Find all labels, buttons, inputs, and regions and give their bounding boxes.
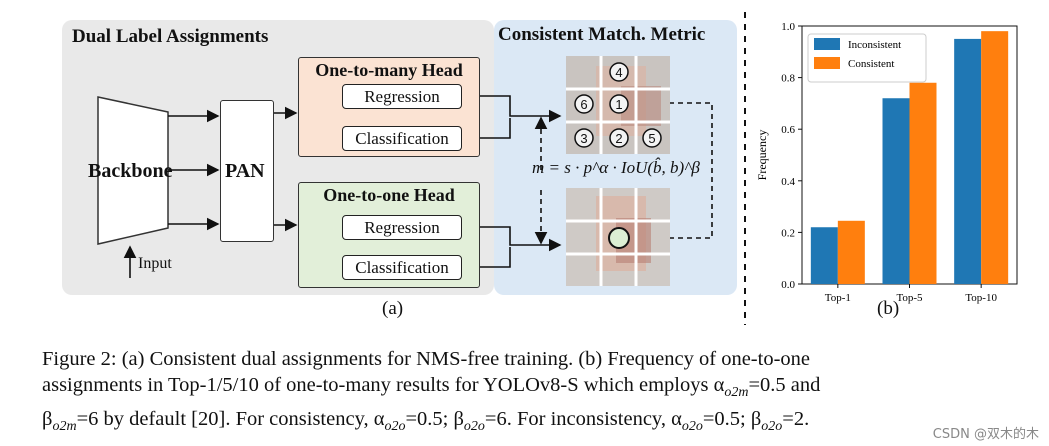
selected-anchor (608, 227, 630, 249)
y-tick-label: 0.2 (781, 227, 795, 239)
y-tick-label: 0.8 (781, 73, 795, 85)
o2m-image-grid: 4 6 1 3 2 5 (566, 56, 670, 154)
circle-label: 2 (615, 131, 622, 146)
panel-b-label: (b) (877, 298, 900, 319)
caption-line-2-text: assignments in Top-1/5/10 of one-to-many… (42, 374, 725, 396)
caption-beta: β (42, 408, 53, 431)
circle-label: 3 (580, 131, 587, 146)
dual-title: Dual Label Assignments (72, 26, 269, 47)
o2m-head-title: One-to-many Head (315, 60, 463, 80)
y-tick-label: 0.4 (781, 176, 795, 188)
caption-line-2-end: =0.5 and (748, 374, 821, 396)
y-tick-label: 1.0 (781, 21, 795, 33)
circle-4 (609, 62, 629, 82)
legend-label: Consistent (848, 58, 894, 70)
input-label: Input (138, 255, 172, 272)
legend-swatch (814, 57, 840, 69)
bar-inconsistent-top-5 (882, 98, 910, 285)
circle-6 (574, 94, 594, 114)
metric-title: Consistent Match. Metric (498, 24, 706, 45)
caption-text: =0.5; β (405, 408, 464, 431)
legend-label: Inconsistent (848, 39, 901, 51)
bar-consistent-top-10 (981, 31, 1009, 284)
circle-3 (574, 128, 594, 148)
o2o-head-title: One-to-one Head (323, 185, 455, 205)
legend-swatch (814, 38, 840, 50)
caption-line-3: βo2m=6 by default [20]. For consistency,… (42, 406, 1032, 440)
caption-subscript: o2o (681, 419, 703, 435)
backbone-shape (97, 96, 169, 245)
figure-caption: Figure 2: (a) Consistent dual assignment… (42, 346, 1032, 440)
circle-label: 6 (580, 97, 587, 112)
watermark: CSDN @双木的木 (932, 427, 1039, 442)
circle-1 (609, 94, 629, 114)
caption-text: =0.5; β (702, 408, 762, 431)
o2o-regression-box: Regression (342, 215, 462, 240)
y-axis-label: Frequency (755, 130, 769, 181)
caption-subscript: o2o (761, 419, 783, 435)
panel-a-label: (a) (382, 298, 404, 319)
bar-inconsistent-top-1 (810, 227, 838, 284)
caption-subscript: o2o (384, 419, 406, 435)
circle-label: 4 (615, 65, 622, 80)
caption-subscript: o2m (52, 419, 77, 435)
o2o-classification-box: Classification (342, 255, 462, 280)
caption-text: =2. (782, 408, 810, 431)
caption-subscript: o2m (724, 385, 749, 401)
o2o-image-grid (566, 188, 670, 286)
x-tick-label: Top-5 (896, 292, 923, 304)
x-tick-label: Top-1 (825, 292, 851, 304)
x-tick-label: Top-10 (965, 292, 997, 304)
circle-label: 5 (648, 131, 655, 146)
bar-inconsistent-top-10 (954, 38, 982, 285)
pan-label: PAN (225, 160, 265, 182)
match-formula: m = s · p^α · IoU(b̂, b)^β (532, 158, 700, 177)
y-tick-label: 0.0 (781, 279, 795, 291)
pan-box (220, 100, 274, 242)
caption-line-2: assignments in Top-1/5/10 of one-to-many… (42, 372, 1032, 406)
y-tick-label: 0.6 (781, 124, 795, 136)
caption-text: =6. For inconsistency, α (484, 408, 682, 431)
caption-text: =6 by default [20]. For consistency, α (76, 408, 385, 431)
o2m-regression-box: Regression (342, 84, 462, 109)
bar-consistent-top-1 (837, 220, 865, 284)
circle-5 (642, 128, 662, 148)
caption-subscript: o2o (463, 419, 485, 435)
backbone-label: Backbone (88, 160, 173, 182)
circle-label: 1 (615, 97, 622, 112)
bar-consistent-top-5 (909, 82, 937, 284)
circle-2 (609, 128, 629, 148)
o2m-classification-box: Classification (342, 126, 462, 151)
caption-line-1: Figure 2: (a) Consistent dual assignment… (42, 348, 810, 370)
